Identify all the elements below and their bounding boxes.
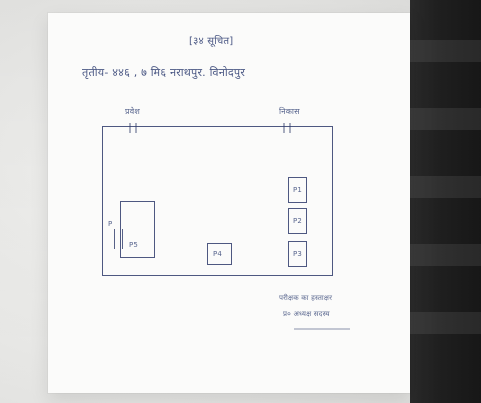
right-box-3 — [288, 241, 307, 267]
handwritten-heading: [३४ सूचित] — [189, 36, 234, 47]
center-box — [207, 243, 232, 265]
background-stripe — [410, 108, 481, 130]
desk-box — [120, 201, 155, 258]
background-stripe — [410, 40, 481, 62]
signature-line-1: परीक्षक का हस्ताक्षर — [279, 294, 333, 302]
handwritten-subheading: तृतीय- ४४६ , ७ मि६ नराथपुर. विनोदपुर — [82, 66, 246, 79]
dark-background — [410, 0, 481, 403]
box-label: P2 — [293, 217, 303, 225]
box-label: P4 — [213, 250, 223, 258]
hand-drawn-marks — [129, 123, 350, 330]
right-box-2 — [288, 208, 307, 234]
label-top-right: निकास — [279, 107, 300, 116]
side-marks — [114, 229, 123, 249]
box-label: P3 — [293, 250, 303, 258]
background-stripe — [410, 312, 481, 334]
background-stripe — [410, 176, 481, 198]
paper-sheet: [३४ सूचित] तृतीय- ४४६ , ७ मि६ नराथपुर. व… — [48, 13, 410, 393]
signature-line-2: प्र० अध्यक्ष सदस्य — [283, 310, 330, 318]
box-label: P5 — [129, 241, 139, 249]
right-box-1 — [288, 177, 307, 203]
background-stripe — [410, 244, 481, 266]
room-outline — [102, 126, 333, 276]
label-top-left: प्रवेश — [125, 107, 141, 116]
left-side-label: P — [108, 220, 113, 228]
box-label: P1 — [293, 186, 303, 194]
